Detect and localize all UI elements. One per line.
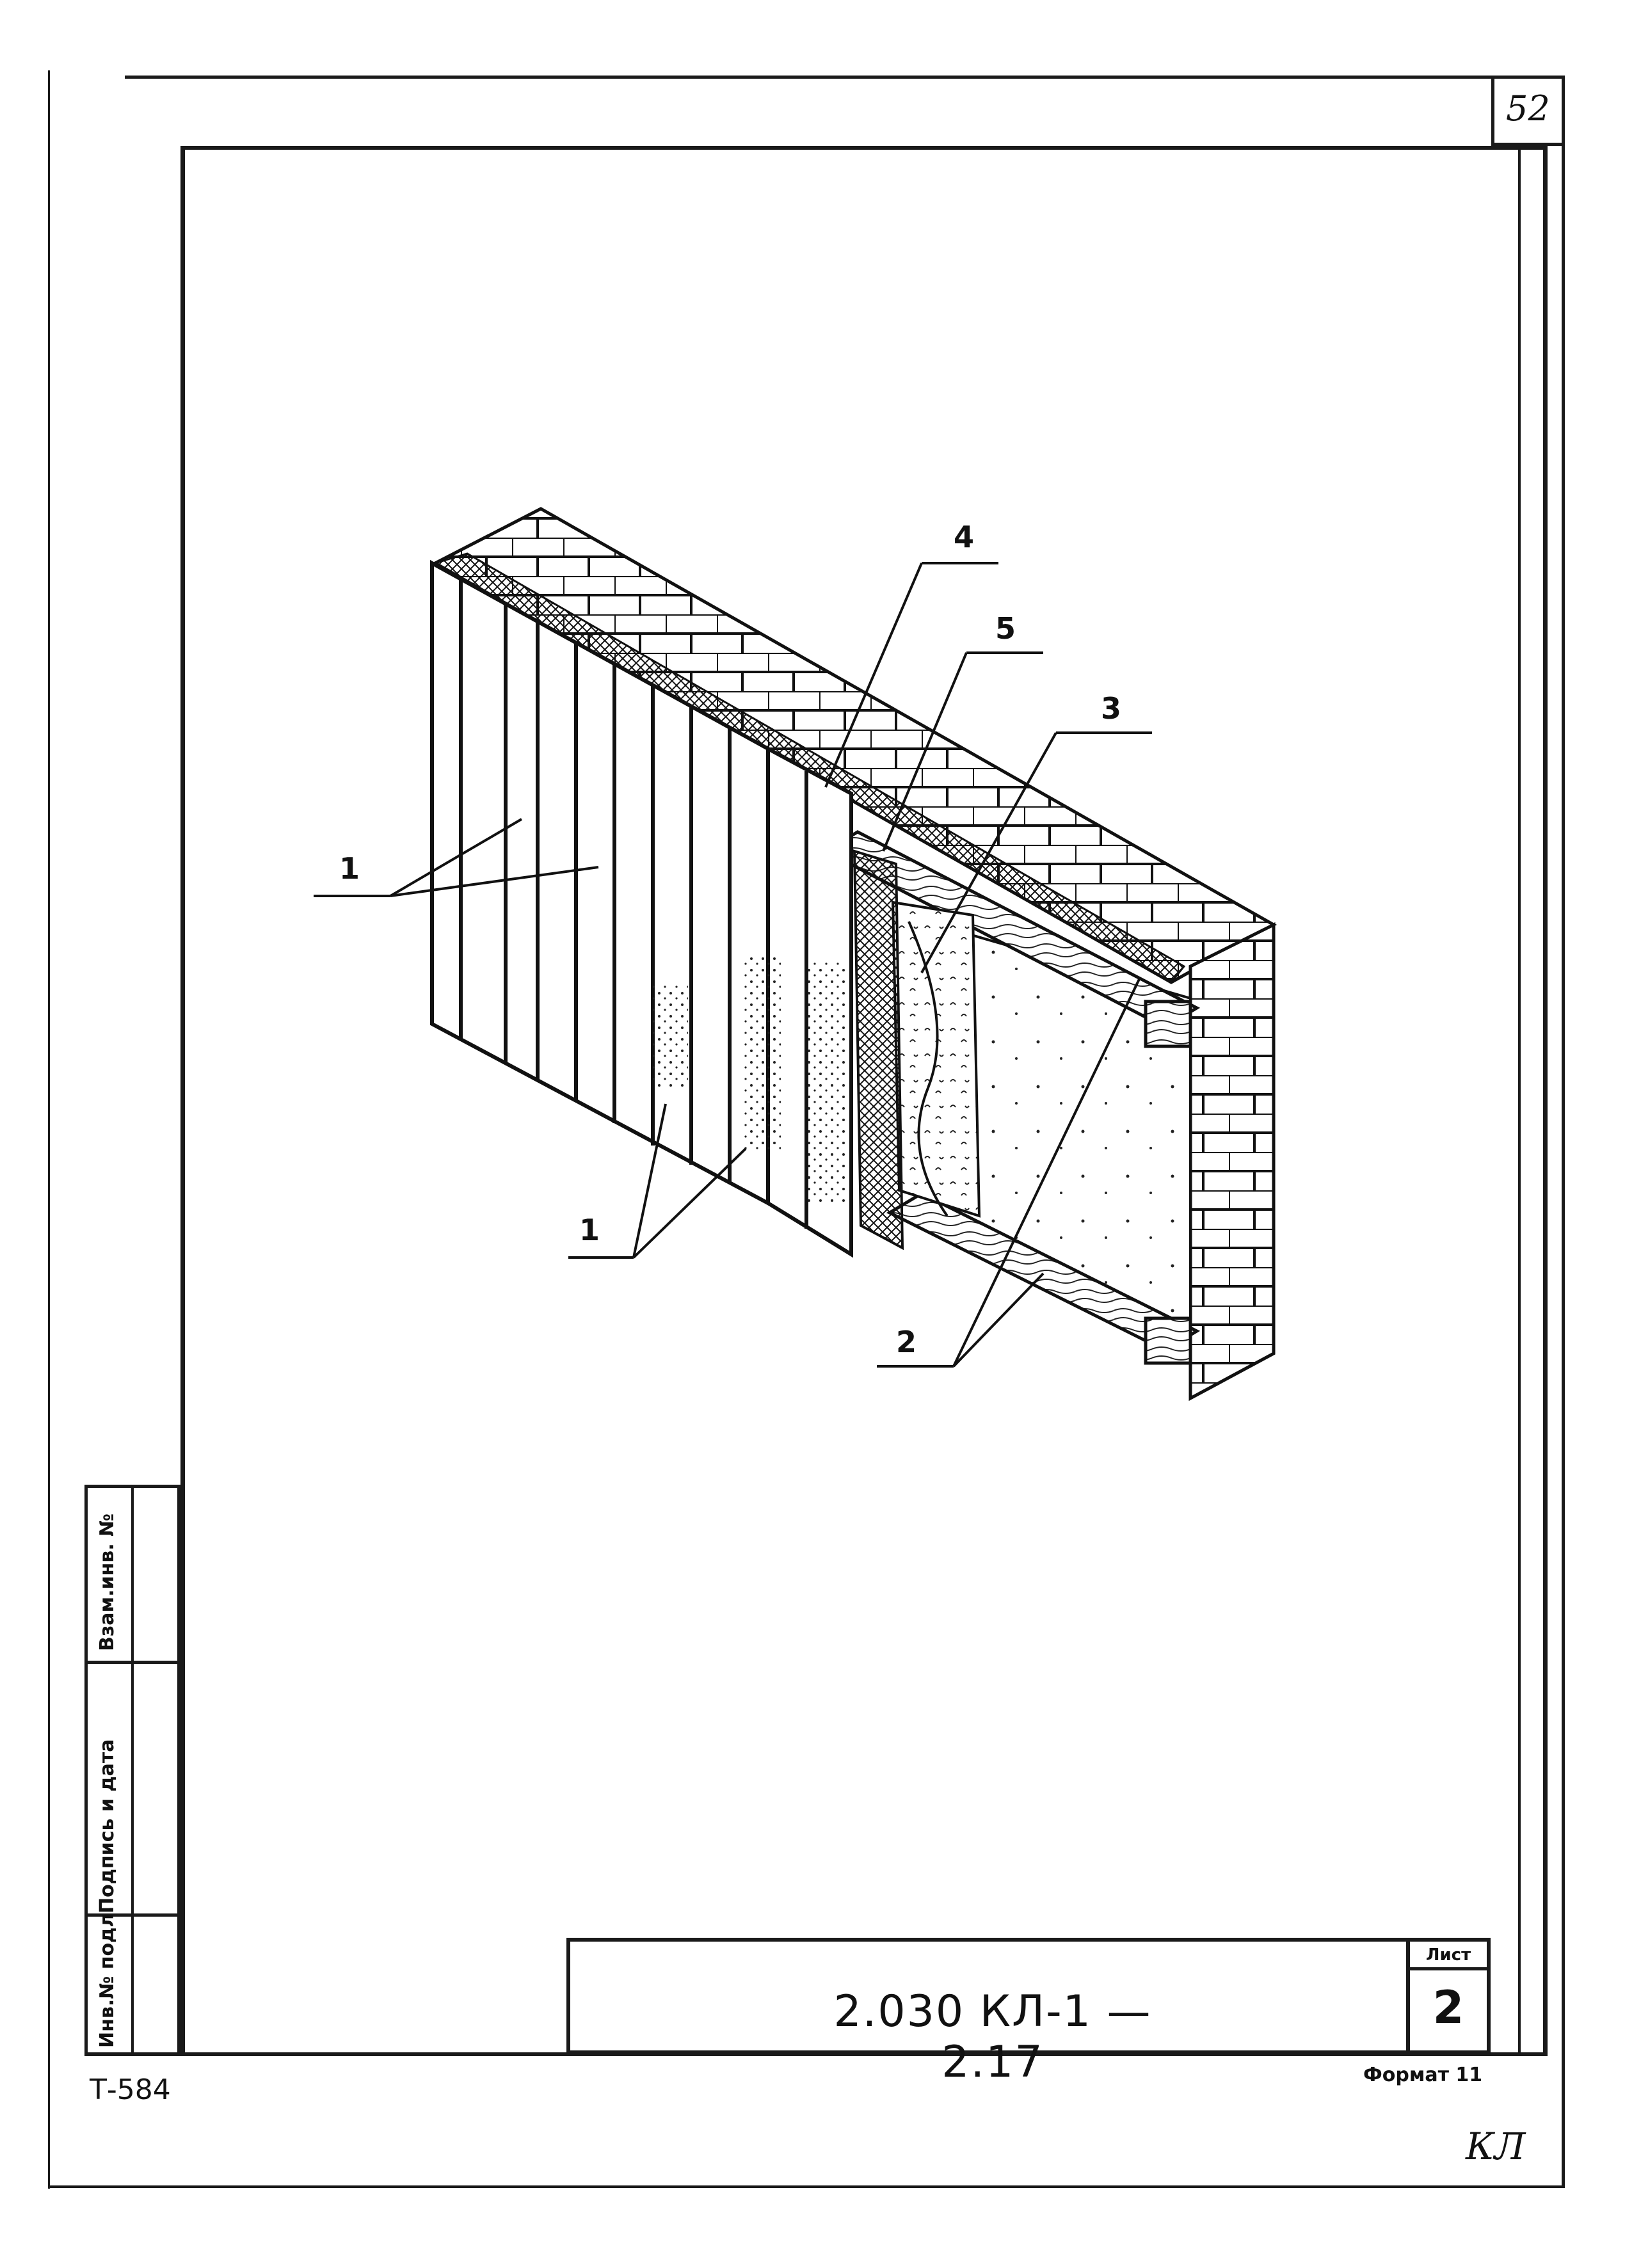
callout-2: 2: [896, 1325, 917, 1359]
document-code: 2.030 КЛ-1 — 2.17: [833, 1986, 1152, 2088]
outer-frame-left: [48, 70, 50, 2189]
title-block: 2.030 КЛ-1 — 2.17 Лист 2: [566, 1938, 1491, 2088]
inner-frame-right: [1543, 146, 1548, 2056]
callout-1-upper: 1: [339, 851, 360, 886]
sheet-label: Лист: [1410, 1945, 1487, 1970]
lower-beam: [886, 1192, 1201, 1365]
right-margin-line: [1518, 146, 1521, 2056]
callout-5: 5: [995, 611, 1016, 646]
outer-frame-top: [125, 76, 1565, 79]
facade-cladding-panels: [430, 559, 853, 1258]
inner-frame-left: [180, 146, 185, 2056]
outer-frame-right: [1562, 76, 1565, 2187]
sheet-number: 2: [1432, 1981, 1464, 2034]
inner-frame-top: [180, 146, 1547, 150]
brick-right-face: [1189, 922, 1276, 1402]
outer-frame-bottom: [48, 2185, 1565, 2188]
corner-number: 52: [1506, 88, 1550, 129]
side-stamp-divider: [131, 1485, 134, 2056]
callout-3: 3: [1101, 691, 1122, 726]
inner-frame-bottom: [84, 2052, 1548, 2056]
callout-4: 4: [954, 520, 975, 554]
insulation-top-strip: [433, 552, 1186, 984]
callout-leaders: [314, 562, 1152, 1368]
corner-number-box: 52: [1491, 76, 1565, 146]
initials: КЛ: [1466, 2125, 1526, 2168]
drawing-number: Т-584: [90, 2073, 171, 2106]
sheet-cell: Лист 2: [1406, 1942, 1487, 2050]
callout-1-lower: 1: [579, 1213, 600, 1247]
membrane-layer: [853, 849, 904, 1250]
interior-render: [908, 921, 949, 1217]
format-label: Формат 11: [1363, 2064, 1483, 2086]
